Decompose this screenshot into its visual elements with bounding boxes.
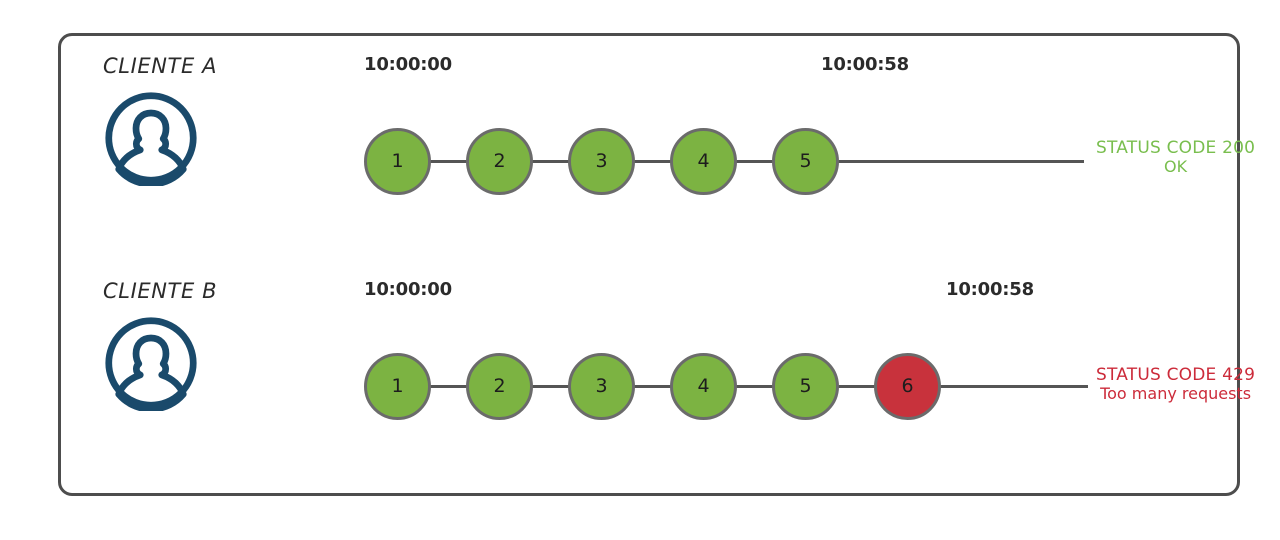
timestamp-start: 10:00:00: [364, 279, 452, 300]
client-label: CLIENTE A: [103, 54, 218, 78]
request-node[interactable]: 1: [364, 128, 431, 195]
status-detail-text: Too many requests: [1100, 384, 1252, 404]
request-node[interactable]: 4: [670, 128, 737, 195]
client-identity: CLIENTE B: [103, 279, 293, 413]
request-node[interactable]: 2: [466, 353, 533, 420]
request-node[interactable]: 5: [772, 128, 839, 195]
request-node[interactable]: 5: [772, 353, 839, 420]
timeline-connector: [397, 160, 1084, 163]
request-node[interactable]: 4: [670, 353, 737, 420]
request-node[interactable]: 6: [874, 353, 941, 420]
status-code-text: STATUS CODE 200: [1096, 138, 1256, 158]
client-identity: CLIENTE A: [103, 54, 293, 188]
timestamp-end: 10:00:58: [946, 279, 1034, 300]
request-node[interactable]: 3: [568, 128, 635, 195]
timestamp-start: 10:00:00: [364, 54, 452, 75]
client-label: CLIENTE B: [103, 279, 218, 303]
request-node[interactable]: 2: [466, 128, 533, 195]
user-avatar-icon: [103, 90, 199, 188]
request-node[interactable]: 1: [364, 353, 431, 420]
status-detail-text: OK: [1164, 157, 1188, 177]
status-code-text: STATUS CODE 429: [1096, 365, 1256, 385]
request-node[interactable]: 3: [568, 353, 635, 420]
timestamp-end: 10:00:58: [821, 54, 909, 75]
timeline-connector: [397, 385, 1088, 388]
user-avatar-icon: [103, 315, 199, 413]
